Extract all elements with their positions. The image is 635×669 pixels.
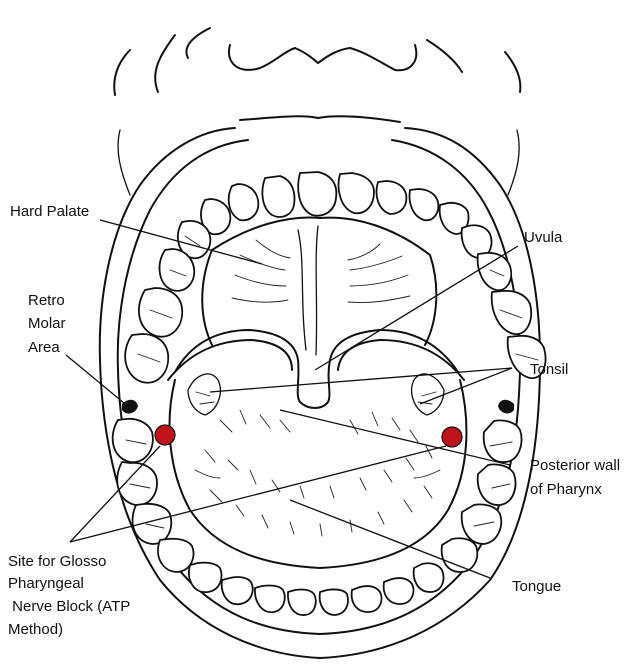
retro-molar-marks: [122, 400, 514, 414]
label-posterior-line-2: of Pharynx: [530, 481, 602, 498]
label-retro-molar-line-2: Molar: [28, 315, 66, 332]
lower-teeth: [113, 419, 522, 615]
nose-outline: [114, 28, 520, 95]
label-tonsil: Tonsil: [530, 361, 568, 378]
injection-site-right-marker: [442, 427, 462, 447]
label-posterior-line-1: Posterior wall: [530, 457, 620, 474]
label-uvula: Uvula: [524, 229, 563, 246]
label-posterior-wall: Posterior wall of Pharynx: [530, 457, 624, 498]
label-site-line-1: Site for Glosso: [8, 553, 106, 570]
upper-teeth: [125, 172, 545, 383]
label-hard-palate: Hard Palate: [10, 203, 89, 220]
injection-site-left-marker: [155, 425, 175, 445]
hard-palate: [202, 217, 436, 355]
label-retro-molar-line-1: Retro: [28, 292, 65, 309]
injection-sites: [155, 425, 462, 447]
label-tongue: Tongue: [512, 578, 561, 595]
label-site-line-3: Nerve Block (ATP: [8, 598, 130, 615]
label-site-line-2: Pharyngeal: [8, 575, 84, 592]
label-retro-molar-line-3: Area: [28, 339, 60, 356]
label-retro-molar-area: Retro Molar Area: [28, 292, 70, 356]
label-site-nerve-block: Site for Glosso Pharyngeal Nerve Block (…: [8, 553, 134, 638]
label-site-line-4: Method): [8, 621, 63, 638]
